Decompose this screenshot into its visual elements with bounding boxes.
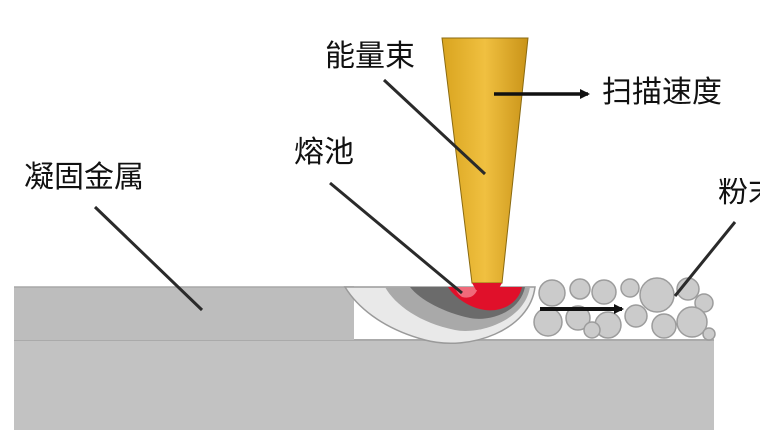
powder-particle	[533, 307, 563, 337]
label-scan-speed: 扫描速度	[602, 75, 722, 110]
solidified-layer	[14, 287, 354, 340]
melt-pool-glow	[455, 287, 478, 298]
powder-particle	[583, 321, 601, 339]
beam-leader	[382, 78, 487, 176]
powder-leader	[673, 221, 737, 297]
energy-beam	[441, 37, 529, 284]
powder-bed	[533, 277, 716, 341]
powder-particle	[676, 306, 708, 338]
substrate-lower	[14, 340, 714, 430]
powder-particle	[569, 278, 591, 300]
label-beam: 能量束	[325, 39, 415, 74]
beam-tip	[472, 283, 502, 290]
powder-particle	[702, 327, 716, 341]
solidified-leader	[93, 205, 204, 312]
powder-particle	[565, 305, 591, 331]
powder-particle	[591, 279, 617, 305]
powder-particle	[620, 278, 640, 298]
powder-particle	[651, 313, 677, 339]
powder-particle	[538, 279, 566, 307]
melt-pool-leader	[329, 181, 463, 295]
powder-particle	[624, 304, 648, 328]
label-solidified-metal: 凝固金属	[24, 160, 144, 195]
label-melt-pool: 熔池	[294, 135, 354, 170]
powder-particle	[639, 277, 675, 313]
label-powder: 粉末	[718, 178, 760, 208]
